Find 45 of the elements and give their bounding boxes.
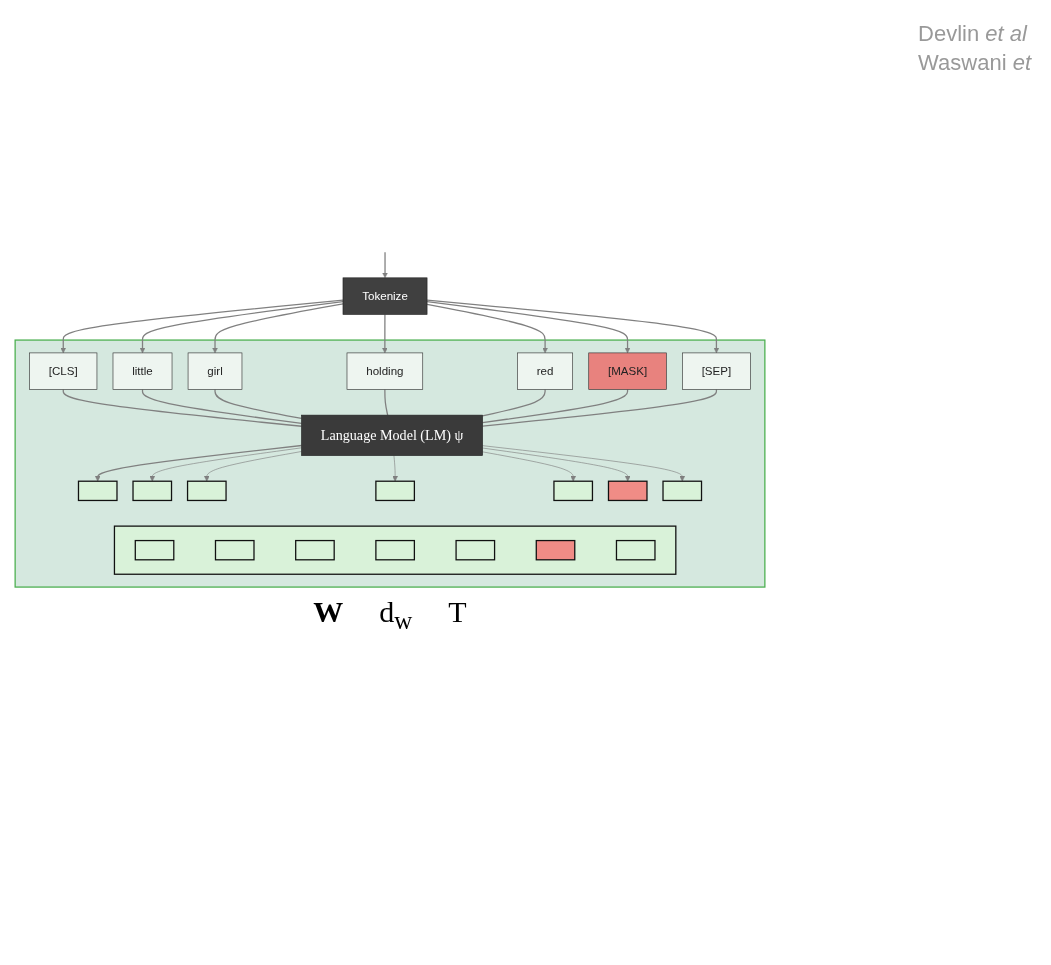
node-box [214, 539, 255, 561]
node-box [553, 480, 594, 502]
matrix-label: W [313, 595, 344, 629]
arrow [212, 303, 344, 354]
node-box [662, 480, 703, 502]
node-box: [CLS] [29, 352, 98, 390]
node-box: Language Model (LM) ψ [301, 414, 483, 456]
arrow [139, 300, 344, 354]
arrow [382, 251, 388, 279]
node-box [134, 539, 175, 561]
arrow [426, 299, 720, 354]
node-box [77, 480, 118, 502]
connector [141, 388, 303, 424]
connector [481, 388, 546, 417]
cluster [113, 525, 677, 575]
node-box: girl [187, 352, 243, 390]
connector [62, 388, 303, 427]
node-box: [MASK] [588, 352, 667, 390]
cluster [14, 339, 766, 588]
connector [481, 388, 718, 427]
connector [481, 388, 629, 424]
arrow [426, 300, 631, 354]
node-box [455, 539, 496, 561]
connector [384, 388, 389, 416]
node-box [615, 539, 656, 561]
node-box [535, 539, 576, 561]
arrow [60, 299, 344, 354]
node-box [375, 480, 415, 502]
node-box: holding [346, 352, 424, 390]
citation-text: Waswani et [918, 48, 1031, 77]
arrow [382, 313, 388, 354]
connector [214, 388, 303, 420]
node-box: red [517, 352, 573, 390]
dimension-label: T [448, 595, 467, 629]
node-box: little [112, 352, 173, 390]
node-box: Tokenize [342, 277, 428, 315]
citation-text: Devlin et al [918, 20, 1029, 48]
arrow [426, 303, 548, 354]
node-box [186, 480, 227, 502]
node-box: [SEP] [682, 352, 751, 390]
node-box [375, 539, 415, 561]
node-box [607, 480, 648, 502]
node-box [132, 480, 173, 502]
dimension-label: d$_{w}$ [379, 595, 413, 629]
node-box [295, 539, 335, 561]
